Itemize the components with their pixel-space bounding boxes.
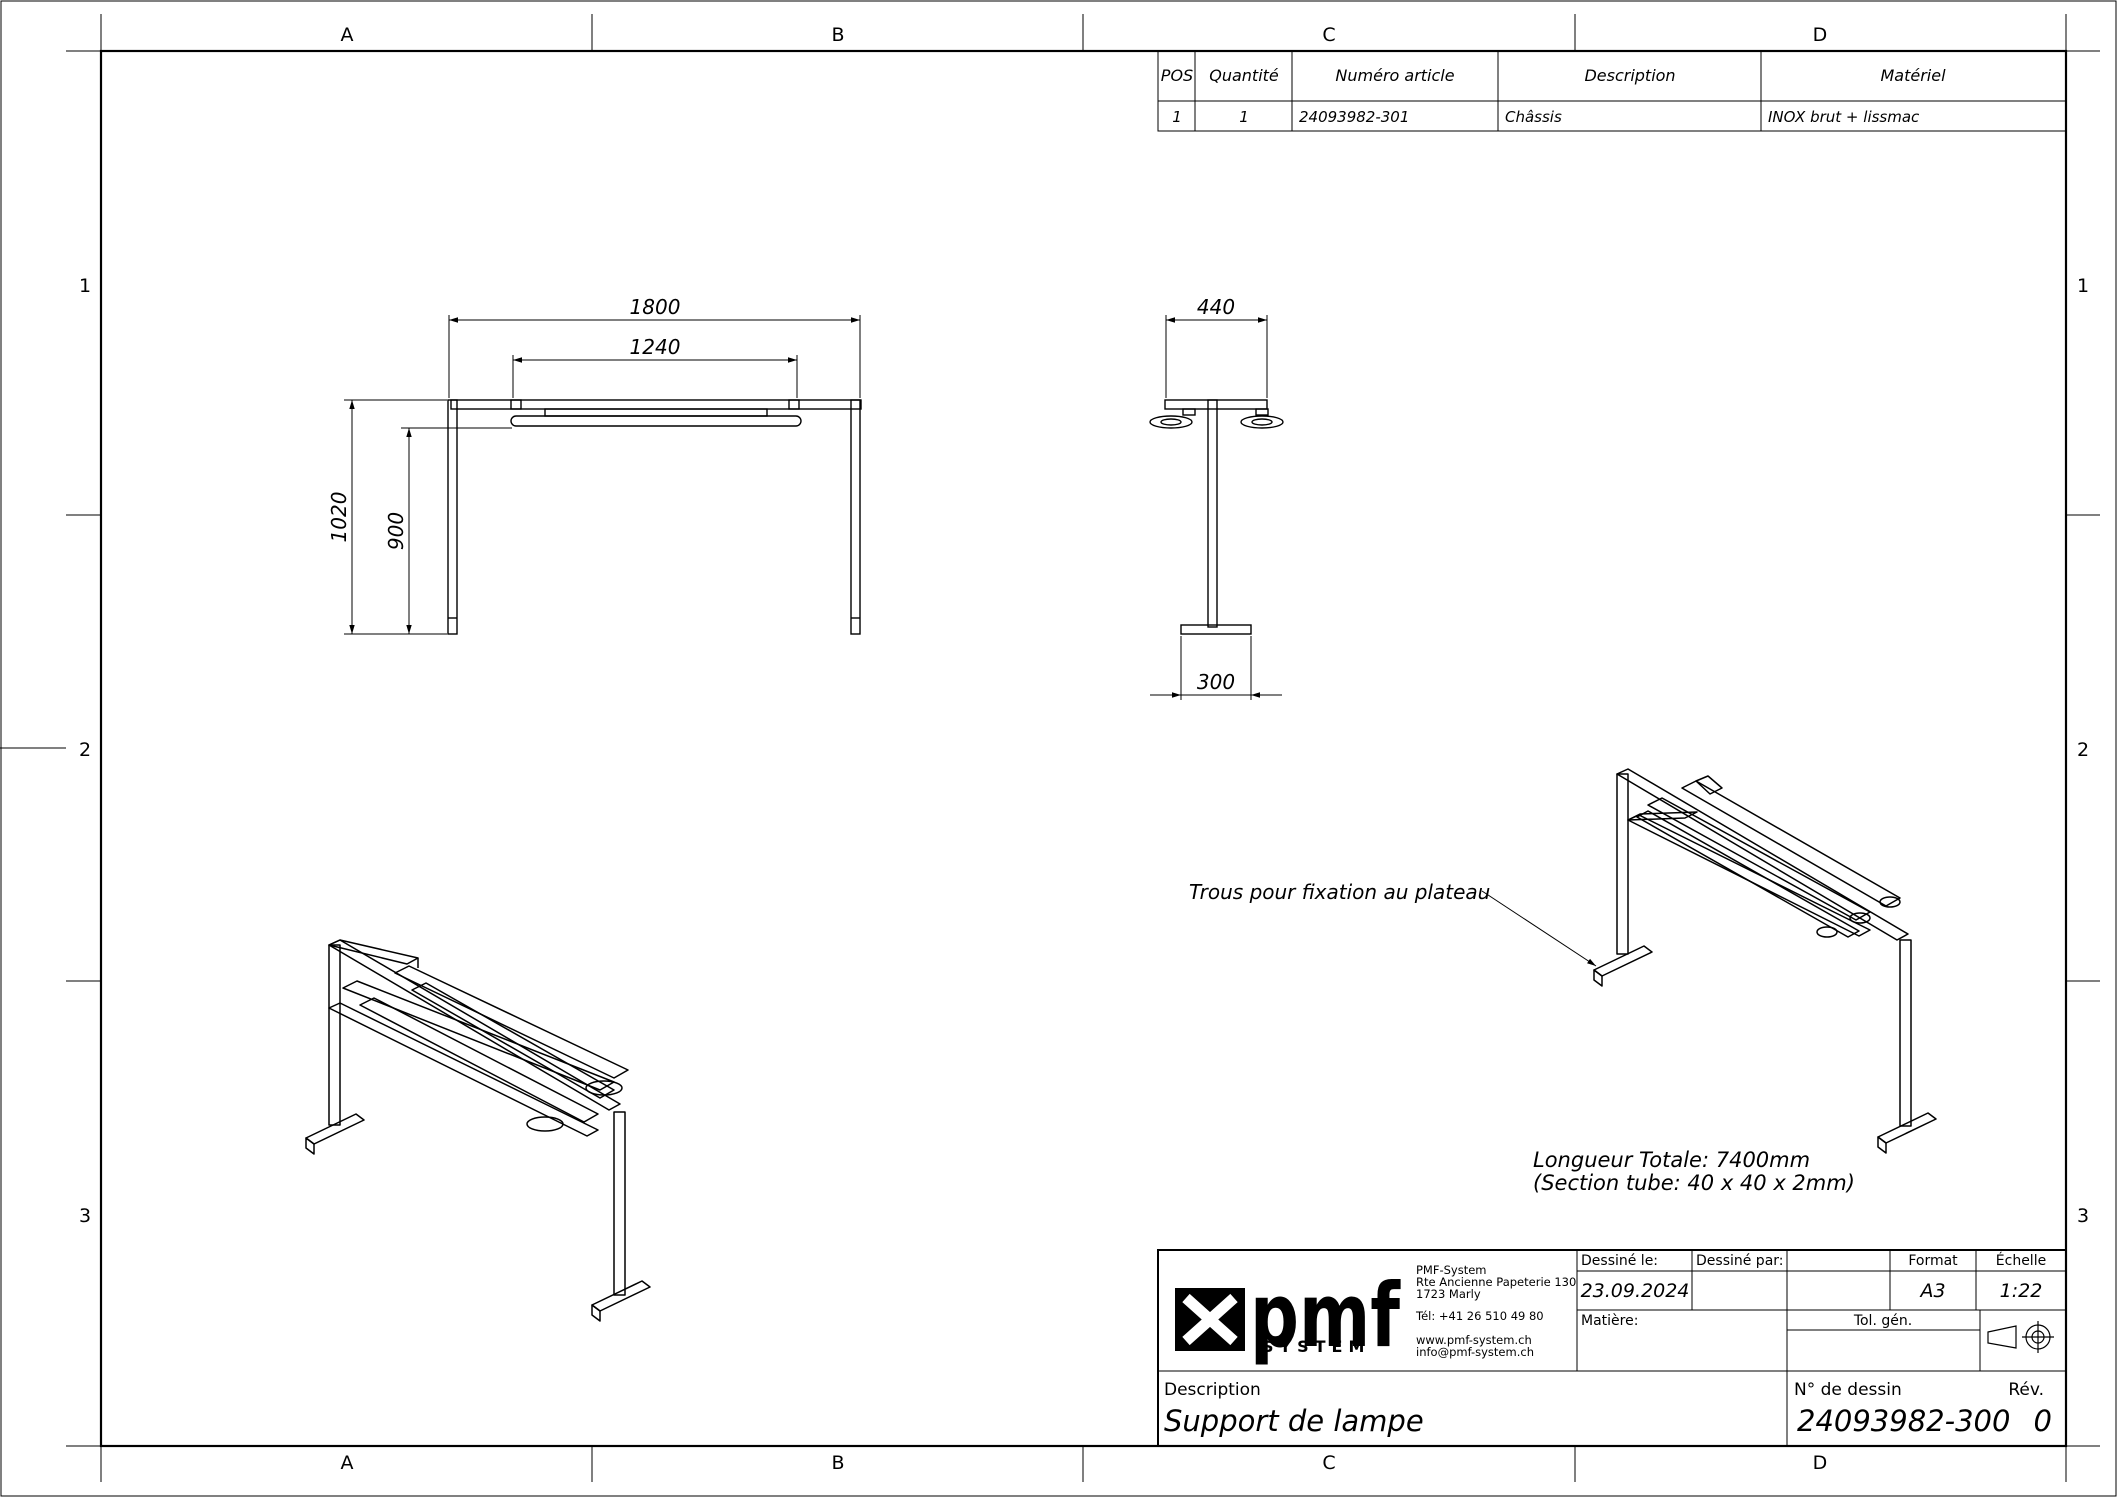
company-city: 1723 Marly bbox=[1416, 1287, 1481, 1301]
drawn-on-value: 23.09.2024 bbox=[1581, 1280, 1690, 1302]
bom-header-description: Description bbox=[1584, 66, 1675, 85]
isometric-view-right bbox=[1593, 768, 1937, 1154]
bom-table: POS Quantité Numéro article Description … bbox=[1157, 50, 2067, 132]
description-label: Description bbox=[1164, 1380, 1261, 1400]
zone-col-bottom: A bbox=[341, 1452, 354, 1474]
bom-cell-material: INOX brut + lissmac bbox=[1768, 108, 1920, 126]
bom-cell-quantity: 1 bbox=[1239, 108, 1249, 126]
drawn-on-label: Dessiné le: bbox=[1581, 1253, 1658, 1269]
zone-row-left: 1 bbox=[79, 275, 91, 297]
dim-front-height: 1020 bbox=[327, 492, 351, 543]
company-street: Rte Ancienne Papeterie 130 bbox=[1416, 1275, 1576, 1289]
company-email: info@pmf-system.ch bbox=[1416, 1345, 1534, 1359]
title-block: pmf SYSTEM PMF-System Rte Ancienne Papet… bbox=[1157, 1249, 2067, 1447]
zone-col-bottom: D bbox=[1813, 1452, 1828, 1474]
side-view bbox=[1149, 399, 1284, 635]
company-web: www.pmf-system.ch bbox=[1416, 1333, 1532, 1347]
bom-header-material: Matériel bbox=[1880, 66, 1946, 85]
scale-label: Échelle bbox=[1996, 1252, 2046, 1269]
dim-front-width: 1800 bbox=[630, 295, 681, 319]
note-tube-section: (Section tube: 40 x 40 x 2mm) bbox=[1533, 1171, 1855, 1195]
bom-cell-pos: 1 bbox=[1172, 108, 1182, 126]
zone-row-left: 2 bbox=[79, 739, 91, 761]
isometric-view-left bbox=[305, 939, 651, 1322]
logo-wordmark: pmf bbox=[1250, 1264, 1401, 1367]
tolerance-label: Tol. gén. bbox=[1853, 1313, 1912, 1329]
bom-header-quantity: Quantité bbox=[1209, 66, 1279, 85]
scale-value: 1:22 bbox=[2000, 1280, 2043, 1302]
zone-col-top: B bbox=[831, 24, 844, 46]
side-dimensions bbox=[1150, 315, 1282, 700]
projection-symbol-icon bbox=[1987, 1321, 2054, 1353]
format-label: Format bbox=[1908, 1253, 1958, 1269]
callout-leader bbox=[1481, 890, 1597, 967]
logo-subtitle: SYSTEM bbox=[1262, 1337, 1370, 1356]
material-label: Matière: bbox=[1581, 1313, 1638, 1329]
bom-header-pos: POS bbox=[1161, 66, 1193, 85]
dim-front-inner-width: 1240 bbox=[630, 335, 681, 359]
front-view bbox=[447, 399, 862, 635]
zone-labels: A B C D A B C D 1 2 3 1 2 3 bbox=[79, 24, 2089, 1474]
company-name: PMF-System bbox=[1416, 1263, 1487, 1277]
zone-row-right: 1 bbox=[2077, 275, 2089, 297]
revision-value: 0 bbox=[2034, 1404, 2052, 1438]
drawing-no-label: N° de dessin bbox=[1794, 1380, 1902, 1400]
bom-cell-description: Châssis bbox=[1505, 108, 1562, 126]
drawing-no-value: 24093982-300 bbox=[1797, 1404, 2010, 1438]
dim-front-inner-height: 900 bbox=[384, 512, 408, 550]
revision-label: Rév. bbox=[2008, 1380, 2044, 1400]
note-total-length: Longueur Totale: 7400mm bbox=[1533, 1148, 1810, 1172]
zone-col-top: A bbox=[341, 24, 354, 46]
bom-header-article: Numéro article bbox=[1335, 66, 1454, 85]
zone-col-top: C bbox=[1322, 24, 1335, 46]
front-dimensions bbox=[344, 315, 861, 635]
zone-col-bottom: B bbox=[831, 1452, 844, 1474]
pmf-logo: pmf SYSTEM bbox=[1175, 1264, 1401, 1367]
zone-col-bottom: C bbox=[1322, 1452, 1335, 1474]
zone-row-right: 3 bbox=[2077, 1205, 2089, 1227]
format-value: A3 bbox=[1918, 1280, 1945, 1302]
zone-row-left: 3 bbox=[79, 1205, 91, 1227]
zone-row-right: 2 bbox=[2077, 739, 2089, 761]
dim-side-top: 440 bbox=[1197, 295, 1235, 319]
company-phone: Tél: +41 26 510 49 80 bbox=[1415, 1309, 1544, 1323]
description-value: Support de lampe bbox=[1164, 1404, 1424, 1438]
zone-col-top: D bbox=[1813, 24, 1828, 46]
drawn-by-label: Dessiné par: bbox=[1696, 1253, 1784, 1269]
callout-holes: Trous pour fixation au plateau bbox=[1189, 880, 1490, 904]
bom-cell-article: 24093982-301 bbox=[1299, 108, 1409, 126]
dim-side-foot: 300 bbox=[1197, 670, 1235, 694]
